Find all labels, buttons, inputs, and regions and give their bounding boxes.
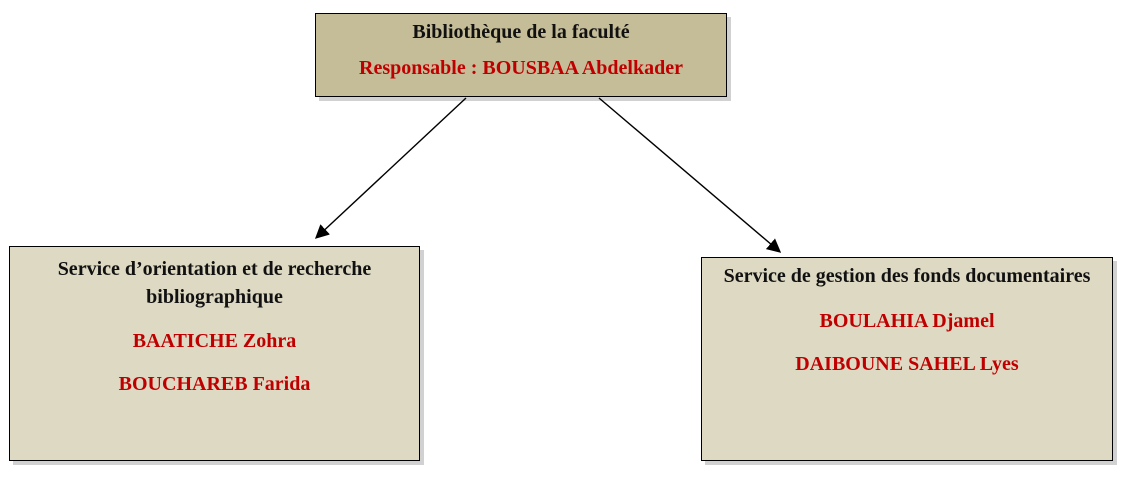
- library-title: Bibliothèque de la faculté: [412, 21, 630, 43]
- orientation-service-title: Service d’orientation et de recherche bi…: [57, 258, 372, 308]
- collection-management-box: Service de gestion des fonds documentair…: [701, 257, 1113, 461]
- library-box: Bibliothèque de la faculté Responsable :…: [315, 13, 727, 97]
- arrow-to-left-box: [314, 97, 467, 239]
- library-responsable: Responsable : BOUSBAA Abdelkader: [359, 57, 683, 79]
- collection-person-1: BOULAHIA Djamel: [819, 310, 995, 332]
- orientation-person-1: BAATICHE Zohra: [132, 330, 297, 352]
- collection-person-2: DAIBOUNE SAHEL Lyes: [795, 353, 1019, 375]
- orientation-person-2: BOUCHAREB Farida: [118, 373, 311, 395]
- arrow-to-right-box: [598, 97, 782, 253]
- collection-management-title: Service de gestion des fonds documentair…: [723, 265, 1091, 287]
- orientation-service-box: Service d’orientation et de recherche bi…: [9, 246, 420, 461]
